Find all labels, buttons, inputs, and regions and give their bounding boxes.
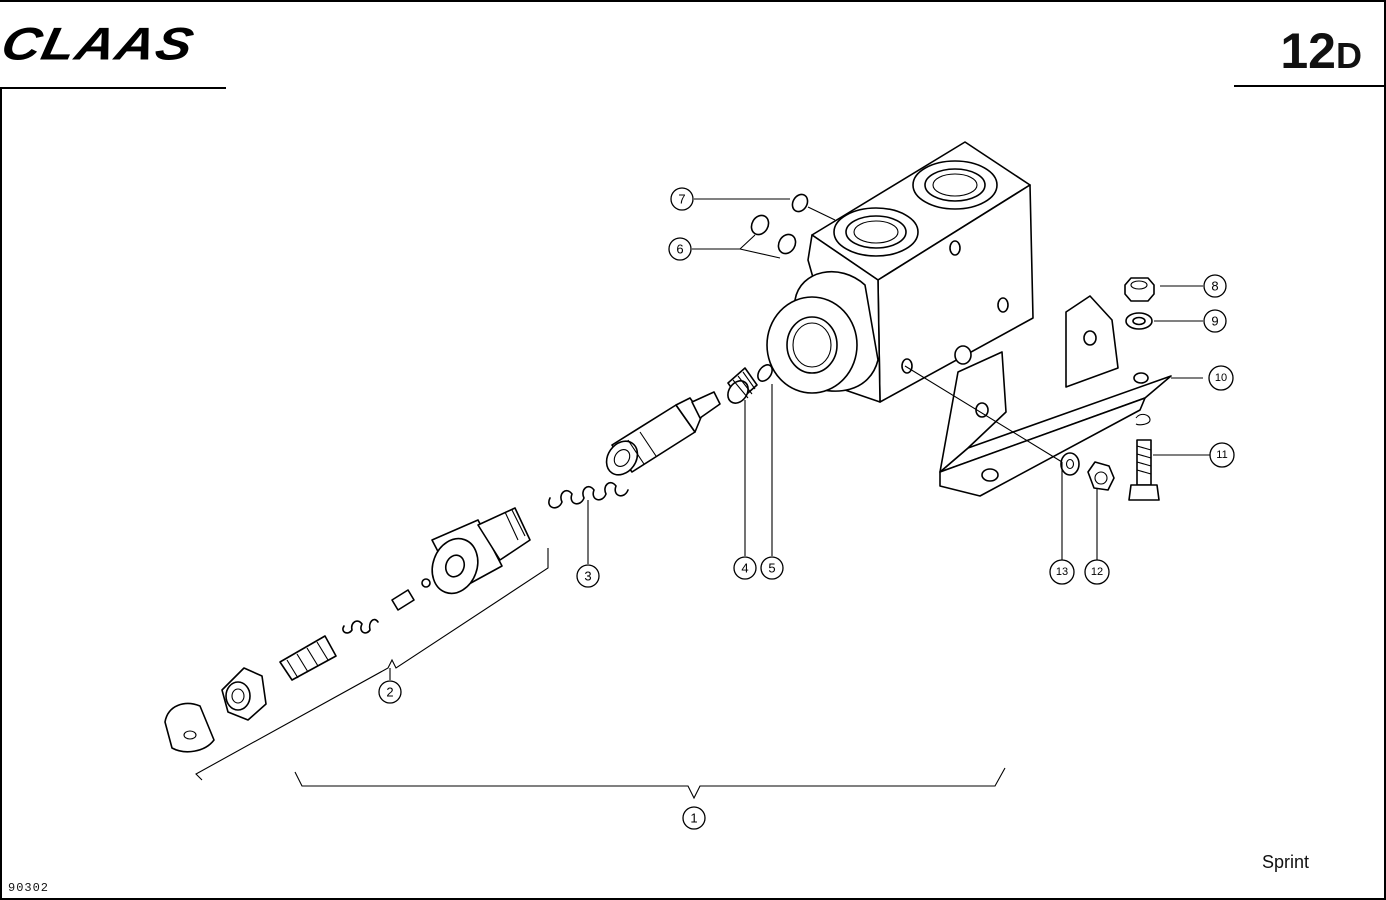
page-number-rule xyxy=(1234,85,1386,87)
ring-5 xyxy=(757,364,773,382)
cap xyxy=(164,702,215,753)
callout-2-text: 2 xyxy=(386,685,393,700)
brand-rule xyxy=(0,87,226,89)
callout-6-text: 6 xyxy=(676,242,683,257)
page-number-main: 12 xyxy=(1280,23,1336,79)
model-name: Sprint xyxy=(1261,852,1309,872)
frame-left-border xyxy=(0,88,2,900)
callout-13-text: 13 xyxy=(1056,566,1068,578)
valve-block xyxy=(766,141,1034,403)
frame-right-border xyxy=(1384,0,1386,900)
callout-13: 13 xyxy=(1049,559,1075,585)
callout-4-text: 4 xyxy=(741,561,748,576)
callout-3-text: 3 xyxy=(584,569,591,584)
mounting-bracket xyxy=(939,295,1172,497)
washer-13 xyxy=(1060,452,1080,476)
valve-body-2 xyxy=(431,507,531,595)
piston xyxy=(605,391,721,476)
callout-9-text: 9 xyxy=(1211,314,1218,329)
callout-5: 5 xyxy=(760,556,784,580)
drawing-number: 90302 xyxy=(8,881,50,895)
page-number: 12D xyxy=(1280,22,1362,80)
callout-10-text: 10 xyxy=(1215,372,1227,384)
bolt-11 xyxy=(1128,413,1160,501)
lock-nut xyxy=(221,667,267,721)
washer-9 xyxy=(1125,312,1153,330)
frame-bottom-border xyxy=(0,898,1386,900)
callout-3: 3 xyxy=(576,564,600,588)
callout-7: 7 xyxy=(670,187,694,211)
callout-11-text: 11 xyxy=(1216,449,1227,461)
small-spring xyxy=(342,618,379,634)
callout-6: 6 xyxy=(668,237,692,261)
spring-3 xyxy=(548,481,629,509)
callout-1: 1 xyxy=(682,806,706,830)
callout-8: 8 xyxy=(1203,274,1227,298)
nut-8 xyxy=(1124,277,1155,302)
nut-12 xyxy=(1087,461,1115,491)
callout-7-text: 7 xyxy=(678,192,685,207)
callout-10: 10 xyxy=(1208,365,1234,391)
leader-lines xyxy=(195,198,1210,800)
page-number-suffix: D xyxy=(1336,35,1362,76)
callout-4: 4 xyxy=(733,556,757,580)
adjuster-screw xyxy=(279,635,337,681)
callout-1-text: 1 xyxy=(690,811,697,826)
callout-11: 11 xyxy=(1209,442,1235,468)
callout-8-text: 8 xyxy=(1211,279,1218,294)
callout-12: 12 xyxy=(1084,559,1110,585)
callout-5-text: 5 xyxy=(768,561,775,576)
frame-top-border xyxy=(0,0,1386,2)
ball xyxy=(421,578,431,588)
pin xyxy=(391,589,415,611)
o-rings xyxy=(750,193,809,255)
callout-9: 9 xyxy=(1203,309,1227,333)
callout-12-text: 12 xyxy=(1091,566,1103,578)
callout-2: 2 xyxy=(378,680,402,704)
filter-4 xyxy=(727,367,758,404)
